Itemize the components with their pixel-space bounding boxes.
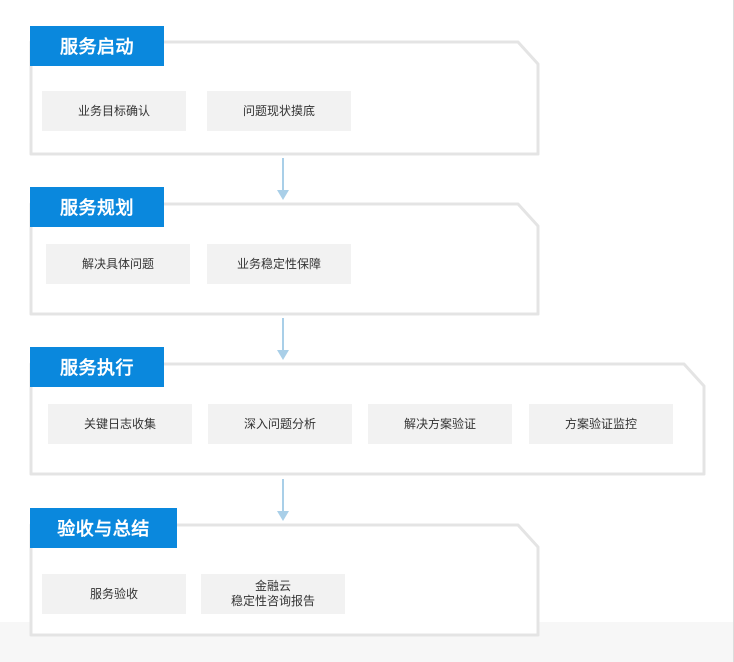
step-chip: 问题现状摸底 (207, 91, 351, 131)
step-chip: 解决具体问题 (46, 244, 190, 284)
step-chip: 服务验收 (42, 574, 186, 614)
step-chip: 业务目标确认 (42, 91, 186, 131)
step-chip: 深入问题分析 (208, 404, 352, 444)
flow-arrow (277, 158, 289, 202)
stage-card-2: 服务规划 解决具体问题 业务稳定性保障 (29, 187, 540, 317)
stage-card-4: 验收与总结 服务验收 金融云 稳定性咨询报告 (29, 508, 540, 638)
stage-title: 验收与总结 (30, 508, 177, 548)
flow-arrow (277, 318, 289, 362)
step-chip: 业务稳定性保障 (207, 244, 351, 284)
flow-arrow (277, 479, 289, 523)
stage-title: 服务执行 (30, 347, 164, 387)
card-outline (29, 362, 706, 476)
stage-title: 服务启动 (30, 26, 164, 66)
stage-card-1: 服务启动 业务目标确认 问题现状摸底 (29, 26, 540, 156)
step-chip: 解决方案验证 (368, 404, 512, 444)
step-chip: 金融云 稳定性咨询报告 (201, 574, 345, 614)
step-chip: 方案验证监控 (529, 404, 673, 444)
stage-title: 服务规划 (30, 187, 164, 227)
stage-card-3: 服务执行 关键日志收集 深入问题分析 解决方案验证 方案验证监控 (29, 347, 710, 477)
step-chip: 关键日志收集 (48, 404, 192, 444)
